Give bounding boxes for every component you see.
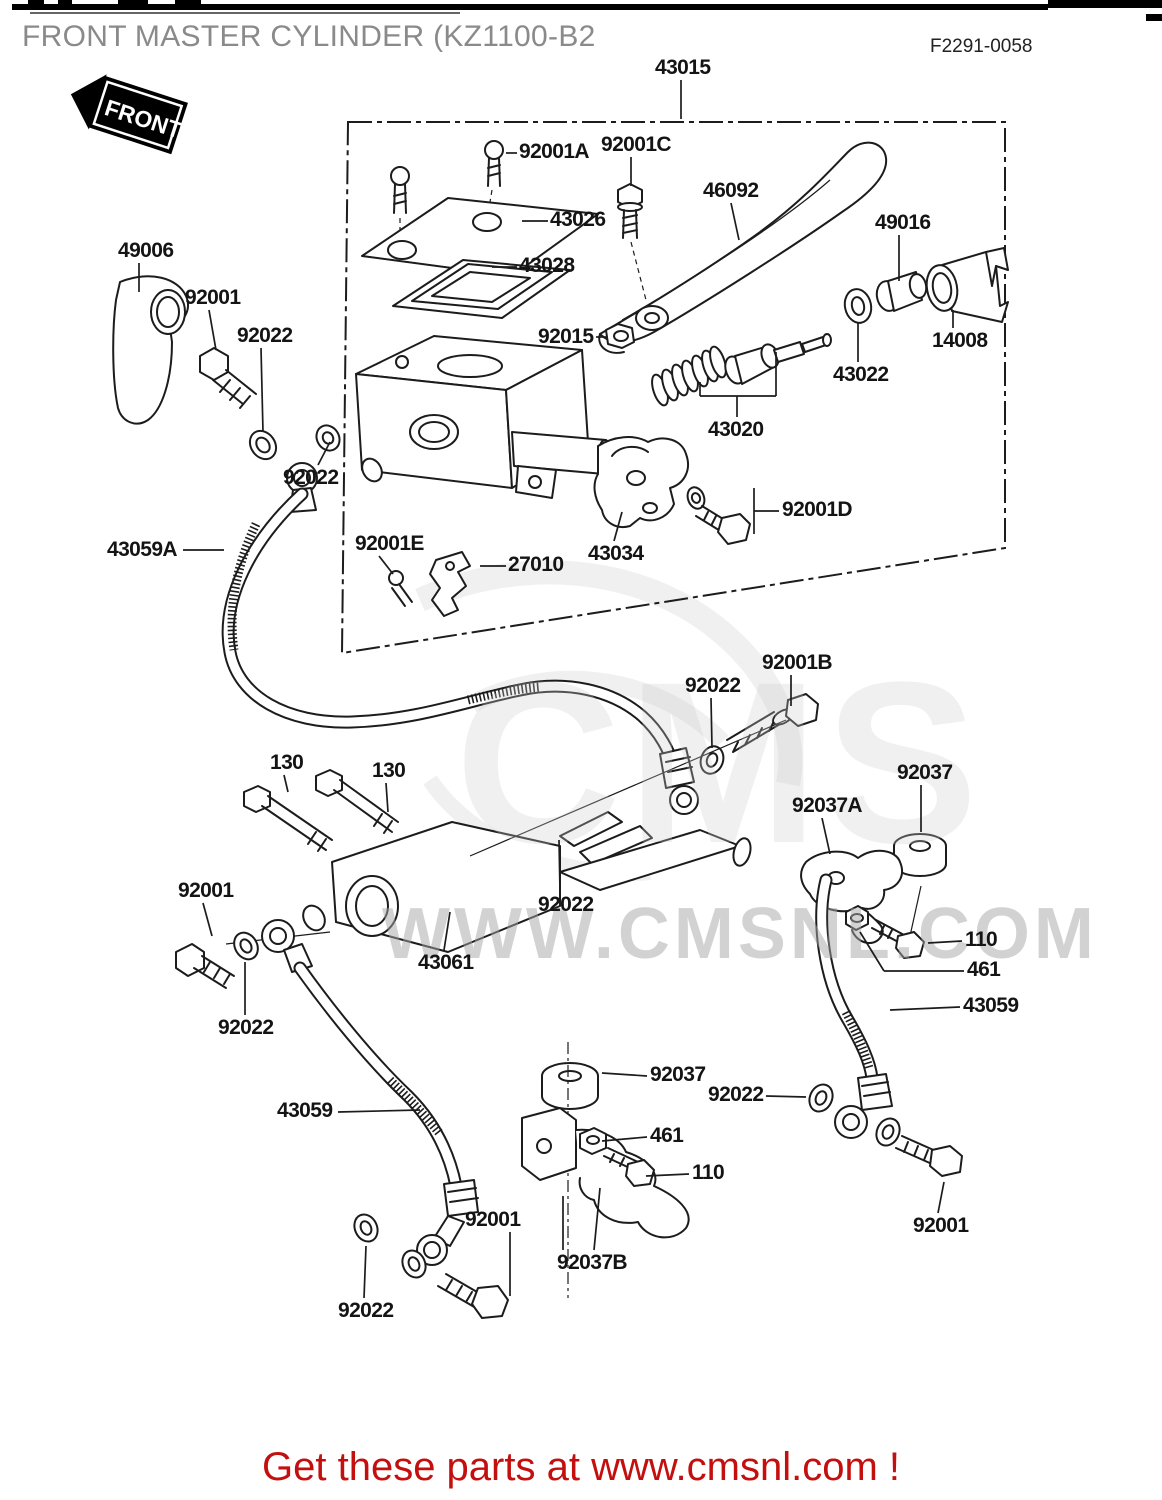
- mount-bolt-130-b: [315, 769, 399, 834]
- washer-92022-bottom-left: [233, 931, 259, 961]
- brake-lever: [598, 141, 888, 354]
- part-label-43022[interactable]: 43022: [833, 363, 889, 386]
- assembly-boundary-box: [340, 121, 1006, 655]
- part-label-92037[interactable]: 92037: [897, 761, 953, 784]
- washer-92022-bottom-b: [401, 1249, 427, 1279]
- part-label-92022[interactable]: 92022: [708, 1083, 764, 1106]
- bolt-110-center: [603, 1147, 655, 1187]
- nut-461-right: [845, 905, 869, 931]
- part-label-92001b[interactable]: 92001B: [762, 651, 833, 674]
- hose-banjo-bottom-left: [261, 904, 326, 973]
- part-label-92022[interactable]: 92022: [237, 324, 293, 347]
- washer-92022-at-body: [315, 424, 341, 452]
- part-label-92015[interactable]: 92015: [538, 325, 594, 348]
- bolt-92001-bottom: [437, 1273, 509, 1319]
- part-label-43020[interactable]: 43020: [708, 418, 764, 441]
- part-label-92022[interactable]: 92022: [218, 1016, 274, 1039]
- washer-92022-right-a: [808, 1083, 834, 1113]
- part-label-92001d[interactable]: 92001D: [782, 498, 853, 521]
- reservoir-elbow-49006: [112, 275, 189, 425]
- washer-92022-upper-left: [248, 429, 278, 461]
- part-label-43028[interactable]: 43028: [519, 254, 575, 277]
- front-direction-badge: FRONT: [70, 74, 188, 155]
- part-label-43059[interactable]: 43059: [963, 994, 1019, 1017]
- washer-43022: [843, 288, 873, 324]
- part-label-130[interactable]: 130: [270, 751, 304, 774]
- washer-92022-right-b: [875, 1117, 901, 1147]
- mount-bolt-130-a: [243, 785, 333, 852]
- grommet-92037-center: [541, 1042, 599, 1298]
- part-label-49006[interactable]: 49006: [118, 239, 174, 262]
- scan-artifact-bars: [12, 0, 1162, 21]
- part-label-46092[interactable]: 46092: [703, 179, 759, 202]
- part-label-92022[interactable]: 92022: [685, 674, 741, 697]
- banjo-bolt-92001c: [617, 183, 647, 301]
- lever-holder-14008: [925, 247, 1009, 323]
- part-label-92001[interactable]: 92001: [913, 1214, 969, 1237]
- switch-27010: [429, 551, 471, 617]
- part-label-43059[interactable]: 43059: [277, 1099, 333, 1122]
- part-label-92001e[interactable]: 92001E: [355, 532, 424, 555]
- part-label-92001c[interactable]: 92001C: [601, 133, 672, 156]
- grommet-92037-right: [893, 833, 947, 937]
- part-label-461[interactable]: 461: [650, 1124, 684, 1147]
- banjo-bolt-92001b: [726, 693, 819, 753]
- nut-461-center: [579, 1127, 607, 1155]
- piston-spring-set: [651, 333, 832, 407]
- nut-92015: [605, 323, 635, 349]
- cap-screw-left: [390, 166, 410, 250]
- bushing-49016: [875, 271, 928, 312]
- part-label-110[interactable]: 110: [965, 928, 998, 951]
- part-label-92022[interactable]: 92022: [283, 466, 339, 489]
- part-label-92001[interactable]: 92001: [185, 286, 241, 309]
- part-label-110[interactable]: 110: [692, 1161, 725, 1184]
- banjo-bolt-92001-left: [199, 347, 257, 409]
- part-label-92037a[interactable]: 92037A: [792, 794, 863, 817]
- brake-hose-43059a: [221, 487, 699, 815]
- master-cylinder-body: [355, 335, 613, 499]
- part-label-92022[interactable]: 92022: [338, 1299, 394, 1322]
- part-label-49016[interactable]: 49016: [875, 211, 931, 234]
- footer-shop-link[interactable]: Get these parts at www.cmsnl.com !: [262, 1445, 900, 1489]
- washer-92022-92001b: [699, 745, 725, 775]
- reservoir-cap: [361, 197, 599, 277]
- part-label-43034[interactable]: 43034: [588, 542, 644, 565]
- part-label-92037b[interactable]: 92037B: [557, 1251, 628, 1274]
- bolt-110-right: [871, 919, 925, 959]
- part-label-92001a[interactable]: 92001A: [519, 140, 590, 163]
- part-label-461[interactable]: 461: [967, 958, 1001, 981]
- diagram-code: F2291-0058: [930, 36, 1033, 57]
- part-label-43059a[interactable]: 43059A: [107, 538, 178, 561]
- part-label-92001[interactable]: 92001: [465, 1208, 521, 1231]
- washer-92001d: [686, 486, 706, 510]
- part-label-27010[interactable]: 27010: [508, 553, 564, 576]
- washer-92022-bottom-a: [353, 1213, 379, 1243]
- part-label-92001[interactable]: 92001: [178, 879, 234, 902]
- part-label-14008[interactable]: 14008: [932, 329, 988, 352]
- lever-clamp-43034: [593, 436, 689, 528]
- bolt-92001d: [695, 505, 751, 545]
- part-label-92037[interactable]: 92037: [650, 1063, 706, 1086]
- screw-92001e: [388, 570, 413, 607]
- cap-gasket: [392, 259, 571, 319]
- part-label-130[interactable]: 130: [372, 759, 406, 782]
- page-title: FRONT MASTER CYLINDER (KZ1100-B2: [22, 20, 596, 53]
- banjo-bolt-92001-bottom-right: [895, 1135, 963, 1177]
- brake-hose-43059-right: [815, 873, 893, 1139]
- part-label-43026[interactable]: 43026: [550, 208, 606, 231]
- part-label-43015[interactable]: 43015: [655, 56, 711, 79]
- part-label-92022[interactable]: 92022: [538, 893, 594, 916]
- brake-hose-43059-left: [293, 961, 479, 1266]
- junction-block-43061: [331, 719, 787, 953]
- part-label-43061[interactable]: 43061: [418, 951, 474, 974]
